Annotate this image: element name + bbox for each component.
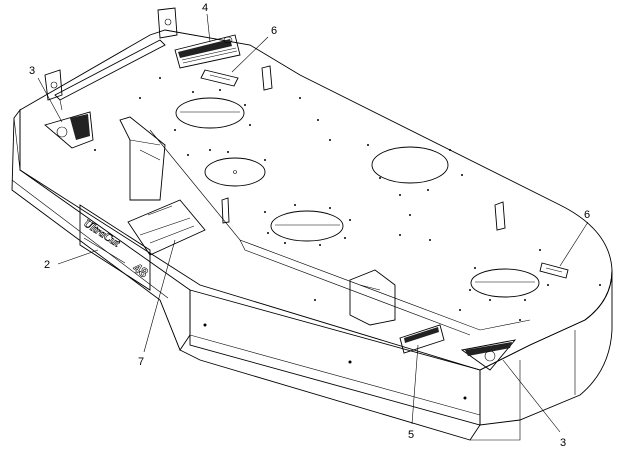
decal-warning-front (399, 324, 445, 354)
hook-bracket-right (494, 201, 506, 231)
callout-7: 7 (138, 356, 144, 368)
callout-3-left: 3 (29, 65, 35, 77)
decal-warning-small-top (200, 69, 239, 87)
callout-2: 2 (44, 259, 50, 271)
callout-5: 5 (408, 429, 414, 441)
spindle-opening-rear (371, 146, 449, 184)
post-left (221, 197, 230, 224)
decal-danger-left (44, 111, 94, 149)
callout-3-right: 3 (560, 437, 566, 449)
decal-danger-right (460, 339, 517, 371)
decal-height-of-cut (127, 199, 206, 256)
spindle-cover-center (204, 157, 266, 187)
mount-bracket-front (119, 116, 166, 201)
leader-lines (37, 13, 589, 433)
hook-bracket-left (261, 65, 273, 91)
decal-warning-small-right (539, 262, 569, 279)
rear-bracket-left (44, 69, 63, 101)
spindle-opening-left (175, 97, 245, 129)
callout-4: 4 (202, 2, 208, 14)
spindle-opening-right (470, 268, 540, 298)
callout-6-right: 6 (584, 209, 590, 221)
callout-6-top: 6 (271, 25, 277, 37)
deck-holes (94, 77, 601, 400)
brand-size: 48 (130, 260, 150, 280)
decal-brand: UltraCut 48 (79, 204, 151, 291)
mount-bracket-rear (349, 269, 396, 326)
spindle-opening-middle (270, 210, 344, 242)
rear-bracket-right (157, 7, 178, 39)
decal-instructions (174, 34, 241, 69)
